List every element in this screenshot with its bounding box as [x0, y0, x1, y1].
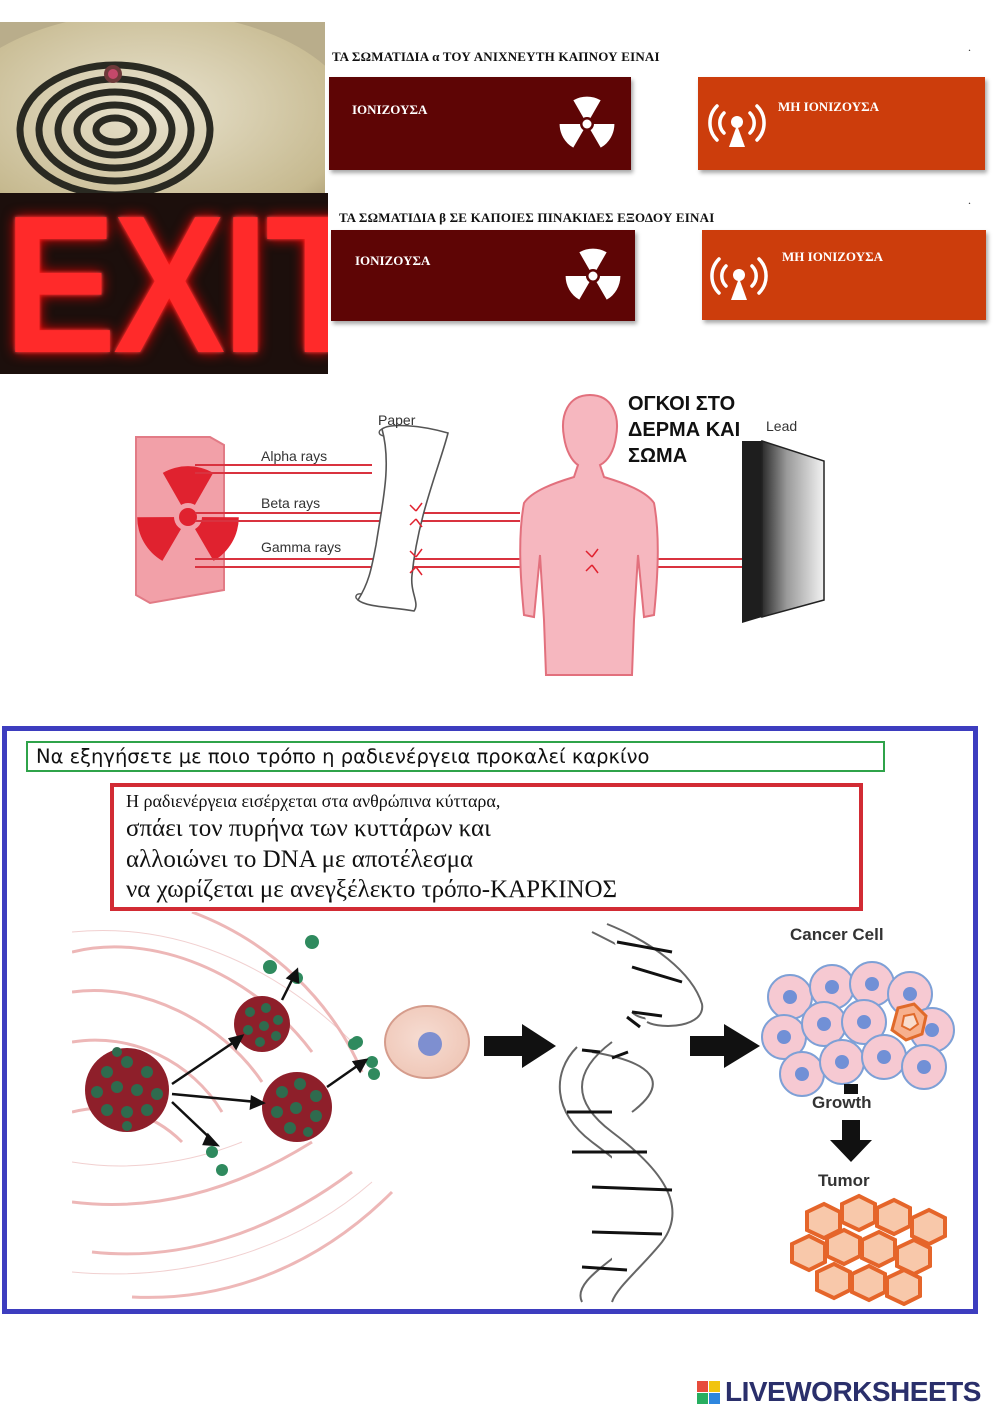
cancer-cell-label: Cancer Cell — [790, 925, 884, 944]
logo-text: LIVEWORKSHEETS — [725, 1376, 981, 1407]
arrow-to-dna — [484, 1024, 556, 1068]
liveworksheets-logo[interactable]: LIVEWORKSHEETS — [693, 1376, 993, 1408]
cancer-question: Να εξηγήσετε με ποιο τρόπο η ραδιενέργει… — [26, 741, 885, 772]
tumor-note-line-3: ΣΩΜΑ — [628, 445, 688, 467]
body-impact-marks — [585, 548, 599, 574]
radiation-penetration-diagram: Paper Lead Alpha rays Beta rays Gamma ra… — [135, 393, 825, 676]
gamma-rays-label: Gamma rays — [261, 539, 341, 555]
tumor-cluster — [790, 1193, 947, 1306]
alpha-rays-label: Alpha rays — [261, 448, 327, 464]
source-radiation-symbol — [137, 466, 239, 561]
tumor-label: Tumor — [818, 1171, 870, 1190]
q1-ionizing-label: ΙΟΝΙΖΟΥΣΑ — [352, 102, 428, 117]
q2-ionizing-option[interactable]: ΙΟΝΙΖΟΥΣΑ — [331, 230, 635, 321]
q1-ionizing-option[interactable]: ΙΟΝΙΖΟΥΣΑ — [329, 77, 631, 170]
paper-label: Paper — [378, 412, 416, 428]
q2-non-ionizing-option[interactable]: ΜΗ ΙΟΝΙΖΟΥΣΑ — [702, 230, 986, 320]
q1-non-ionizing-option[interactable]: ΜΗ ΙΟΝΙΖΟΥΣΑ — [698, 77, 985, 170]
lead-label: Lead — [766, 418, 797, 434]
tumor-note-line-2: ΔΕΡΜΑ ΚΑΙ — [628, 419, 741, 441]
beta-ray — [195, 512, 520, 522]
dna-base-pairs — [567, 940, 683, 1272]
wireless-signal-icon — [708, 104, 766, 147]
cancer-answer-box[interactable]: Η ραδιενέργεια εισέρχεται στα ανθρώπινα … — [110, 783, 863, 911]
atom-nucleus-large — [85, 1047, 169, 1132]
exit-sign-text: EXIT — [4, 193, 328, 374]
answer-line-1: Η ραδιενέργεια εισέρχεται στα ανθρώπινα … — [126, 791, 501, 811]
question-1-title: ΤΑ ΣΩΜΑΤΙΔΙΑ α ΤΟΥ ΑΝΙΧΝΕΥΤΗ ΚΑΠΝΟΥ ΕΙΝΑ… — [332, 49, 660, 64]
growth-label: Growth — [812, 1093, 872, 1112]
lead-block — [742, 441, 762, 623]
radiation-icon — [559, 96, 615, 148]
radiation-icon — [565, 248, 621, 300]
tumor-note: ΟΓΚΟΙ ΣΤΟ ΔΕΡΜΑ ΚΑΙ ΣΩΜΑ — [628, 391, 740, 469]
human-body — [519, 393, 659, 676]
atom-nucleus-upper — [234, 996, 290, 1052]
growth-arrow — [830, 1120, 872, 1162]
exit-sign-photo: EXIT — [0, 193, 328, 374]
answer-line-4: να χωρίζεται με ανεγξέλεκτο τρόπο-ΚΑΡΚΙΝ… — [126, 876, 618, 903]
fission-arrows — [171, 967, 369, 1147]
gamma-ray — [195, 558, 742, 568]
q1-non-ionizing-label: ΜΗ ΙΟΝΙΖΟΥΣΑ — [778, 99, 879, 114]
logo-mark — [697, 1381, 721, 1405]
question-2-marker: . — [968, 193, 971, 207]
human-cell — [384, 1005, 470, 1079]
arrow-to-cancer — [690, 1024, 760, 1068]
beta-rays-label: Beta rays — [261, 495, 320, 511]
paper-impact-marks — [409, 502, 423, 576]
wireless-signal-icon — [710, 257, 768, 300]
paper-sheet — [356, 424, 449, 612]
cancer-section-frame — [2, 726, 978, 1314]
smoke-detector-photo — [0, 22, 325, 194]
q2-ionizing-label: ΙΟΝΙΖΟΥΣΑ — [355, 253, 431, 268]
cancer-cell-cluster — [761, 961, 955, 1097]
alpha-ray — [195, 464, 372, 474]
question-2-title: ΤΑ ΣΩΜΑΤΙΔΙΑ β ΣΕ ΚΑΠΟΙΕΣ ΠΙΝΑΚΙΔΕΣ ΕΞΟΔ… — [339, 210, 715, 225]
question-1-marker: . — [968, 40, 971, 54]
tumor-note-line-1: ΟΓΚΟΙ ΣΤΟ — [628, 393, 736, 415]
atom-nucleus-lower — [262, 1072, 332, 1142]
q2-non-ionizing-label: ΜΗ ΙΟΝΙΖΟΥΣΑ — [782, 249, 883, 264]
answer-line-2: σπάει τον πυρήνα των κυττάρων και — [126, 815, 491, 842]
dna-breaks — [581, 1015, 641, 1060]
radiation-cancer-illustration: Cancer Cell Growth Tumor — [72, 912, 955, 1306]
answer-line-3: αλλοιώνει το DNA με αποτέλεσμα — [126, 846, 474, 873]
